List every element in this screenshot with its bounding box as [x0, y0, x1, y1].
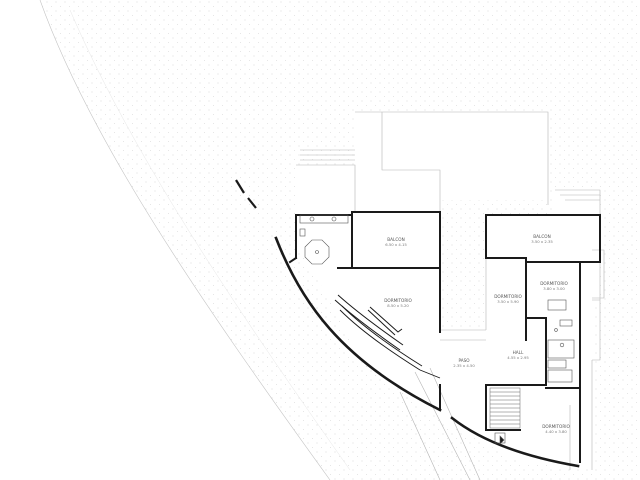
wall-stair: [485, 384, 521, 431]
room-label-balcon-1: BALCON: [387, 237, 404, 242]
wall-fragment: [235, 179, 257, 209]
room-dims-balcon-1: 6.50 x 4.15: [385, 242, 407, 247]
floor-zones: [296, 112, 600, 470]
staircase: [489, 387, 521, 429]
wardrobe: [334, 294, 404, 351]
wall-curved-facade-outer: [450, 416, 580, 468]
dresser: [339, 305, 441, 379]
room-dims-dormitorio-main: 8.50 x 5.20: [387, 303, 409, 308]
context-lines: [296, 111, 605, 480]
room-label-hall: HALL: [513, 350, 524, 355]
room-label-dormitorio-2: DORMITORIO: [494, 294, 522, 299]
room-dims-dormitorio-2: 3.50 x 5.90: [497, 299, 519, 304]
walls: [274, 211, 601, 468]
room-dims-paso: 2.35 x 4.50: [453, 363, 475, 368]
room-label-dormitorio-4: DORMITORIO: [542, 424, 570, 429]
wall-curved-facade: [274, 236, 442, 412]
room-label-paso: PASO: [458, 358, 470, 363]
wall-dormitorio-2: [485, 257, 527, 341]
room-dims-dormitorio-3: 3.80 x 3.00: [543, 286, 565, 291]
wall-balcon-1: [351, 211, 441, 269]
bath-fixtures-bottom: [494, 432, 506, 445]
room-dims-dormitorio-4: 4.40 x 3.80: [545, 429, 567, 434]
site-boundary-curve-inner: [69, 9, 351, 471]
room-label-balcon-2: BALCON: [533, 234, 550, 239]
bath-fixtures-left: [299, 214, 349, 265]
room-dims-balcon-2: 3.50 x 2.35: [531, 239, 553, 244]
site-boundary-curve: [39, 0, 331, 480]
wall-dormitorio-3: [525, 257, 601, 263]
bath-fixtures-right: [547, 299, 575, 383]
room-labels: BALCON 6.50 x 4.15 BALCON 3.50 x 2.35 DO…: [384, 234, 570, 434]
room-label-dormitorio-3: DORMITORIO: [540, 281, 568, 286]
wall-balcon-2: [485, 214, 601, 259]
jacuzzi-tub: [304, 239, 330, 265]
room-label-dormitorio-main: DORMITORIO: [384, 298, 412, 303]
wall-dormitorio-4: [545, 387, 581, 463]
room-dims-hall: 4.55 x 2.95: [507, 355, 529, 360]
